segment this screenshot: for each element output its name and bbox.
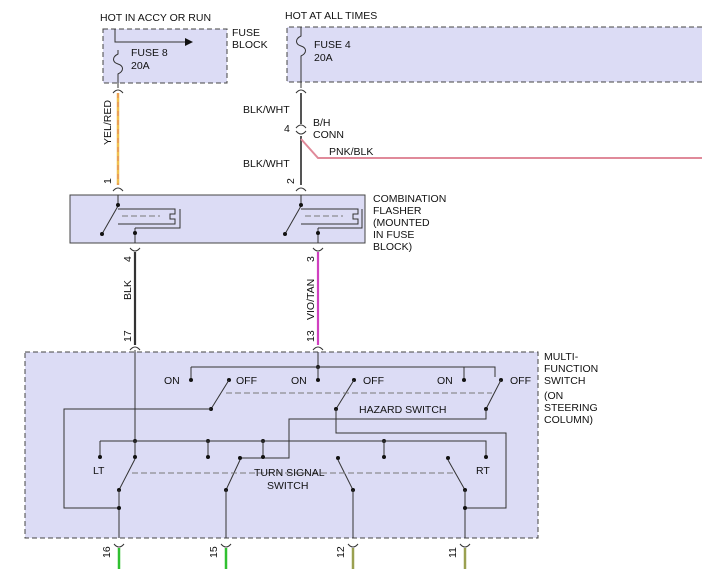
hazard-switch-circuit <box>63 352 507 509</box>
fuse8-box <box>102 28 228 84</box>
flasher-label-3: (MOUNTED <box>373 217 430 229</box>
label-blk-wht-top: BLK/WHT <box>243 104 290 116</box>
flasher-label-5: BLOCK) <box>373 241 412 253</box>
fuse4-rating: 20A <box>314 52 333 64</box>
pin-flasher-1: 1 <box>102 178 114 184</box>
fuse8-element <box>113 50 123 88</box>
mfs-label-2: FUNCTION <box>544 363 598 375</box>
connector-mfs-pin13 <box>312 346 324 351</box>
flasher-label-4: IN FUSE <box>373 229 414 241</box>
pin-mfs-13: 13 <box>305 330 317 342</box>
wire-pnk-blk <box>300 138 702 159</box>
pin-mfs-17: 17 <box>122 330 134 342</box>
label-pnk-blk: PNK/BLK <box>329 146 373 158</box>
hazard-off-2: OFF <box>363 375 384 387</box>
connector-fuse4-bottom <box>295 89 307 94</box>
pin-mfs-15: 15 <box>208 546 220 558</box>
connector-flasher-pin1 <box>112 187 124 192</box>
flasher-label-1: COMBINATION <box>373 193 446 205</box>
fuse8-rating: 20A <box>131 60 150 72</box>
mfs-label-6: COLUMN) <box>544 414 593 426</box>
pin-mfs-12: 12 <box>335 546 347 558</box>
pin-flasher-2: 2 <box>285 178 297 184</box>
pin-flasher-4: 4 <box>122 256 134 262</box>
mfs-label-4: (ON <box>544 390 563 402</box>
mfs-label-5: STEERING <box>544 402 598 414</box>
turn-lt-label: LT <box>93 465 105 477</box>
connector-bh-top <box>295 124 307 129</box>
connector-mfs-pin11 <box>459 543 471 548</box>
turn-signal-label-2: SWITCH <box>267 480 308 492</box>
flasher-label-2: FLASHER <box>373 205 422 217</box>
connector-flasher-pin4 <box>129 247 141 252</box>
pin-flasher-3: 3 <box>305 256 317 262</box>
fuse4-name: FUSE 4 <box>314 39 351 51</box>
fuse4-box <box>286 26 702 83</box>
connector-bh-bottom <box>295 130 307 135</box>
connector-mfs-pin15 <box>220 543 232 548</box>
connector-mfs-pin17 <box>129 346 141 351</box>
flasher-left-element <box>100 195 181 243</box>
hazard-on-1: ON <box>164 375 180 387</box>
hazard-off-1: OFF <box>236 375 257 387</box>
bh-conn-label-1: B/H <box>313 117 331 129</box>
mfs-box <box>24 351 539 539</box>
connector-mfs-pin12 <box>347 543 359 548</box>
pin-mfs-11: 11 <box>447 547 459 558</box>
label-blk-wht-bottom: BLK/WHT <box>243 158 290 170</box>
flasher-box <box>69 194 366 244</box>
fuse8-name: FUSE 8 <box>131 47 168 59</box>
pin-mfs-16: 16 <box>101 546 113 558</box>
bh-conn-pin: 4 <box>284 123 290 135</box>
hazard-on-3: ON <box>437 375 453 387</box>
hazard-on-2: ON <box>291 375 307 387</box>
connector-fuse8-bottom <box>112 89 124 94</box>
fuse8-arrow <box>185 38 193 46</box>
mfs-label-3: SWITCH <box>544 375 585 387</box>
label-blk: BLK <box>122 280 134 300</box>
fuse-block-label-2: BLOCK <box>232 39 268 51</box>
bh-conn-label-2: CONN <box>313 129 344 141</box>
hazard-off-3: OFF <box>510 375 531 387</box>
label-yel-red: YEL/RED <box>102 100 114 145</box>
fuse8-feed <box>114 29 185 43</box>
fuse8-header: HOT IN ACCY OR RUN <box>100 12 211 24</box>
turn-rt-label: RT <box>476 465 490 477</box>
mfs-label-1: MULTI- <box>544 351 579 363</box>
connector-flasher-pin3 <box>312 247 324 252</box>
connector-mfs-pin16 <box>113 543 125 548</box>
turn-signal-switch-circuit <box>98 350 488 538</box>
fuse4-element <box>296 27 306 88</box>
turn-signal-label-1: TURN SIGNAL <box>254 467 325 479</box>
hazard-switch-label: HAZARD SWITCH <box>359 404 447 416</box>
connector-flasher-pin2 <box>295 187 307 192</box>
fuse-block-label-1: FUSE <box>232 27 260 39</box>
label-vio-tan: VIO/TAN <box>305 279 317 320</box>
fuse4-header: HOT AT ALL TIMES <box>285 10 377 22</box>
flasher-right-element <box>283 195 363 243</box>
